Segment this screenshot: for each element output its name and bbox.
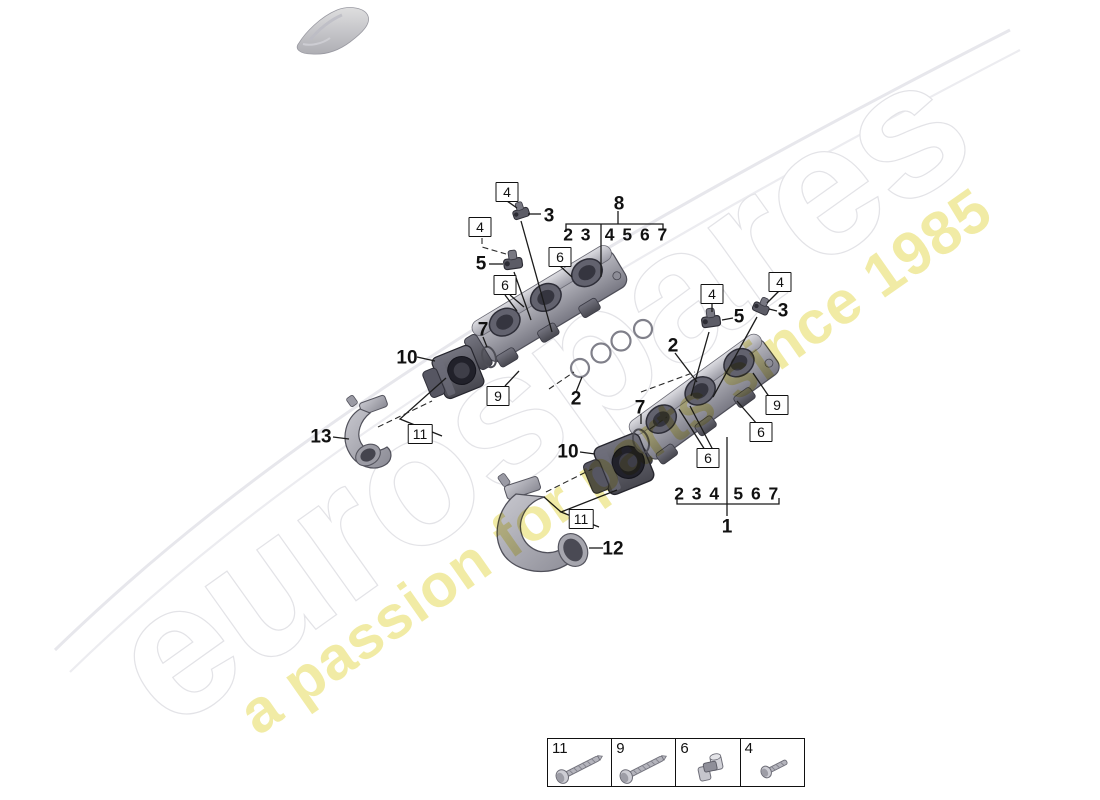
long-screw-icon [553, 749, 607, 786]
group-8-items: 2 3 4 5 6 7 [563, 224, 669, 245]
callout-box-4-a[interactable]: 4 [495, 182, 519, 202]
callout-box-4-b[interactable]: 4 [468, 217, 492, 237]
callout-box-4-d[interactable]: 4 [768, 272, 792, 292]
callout-10-right[interactable]: 10 [557, 441, 579, 463]
callout-5-right[interactable]: 5 [733, 306, 745, 328]
callout-1-group[interactable]: 1 [721, 516, 733, 538]
legend-cell-9[interactable]: 9 [611, 738, 677, 787]
callout-box-9-b[interactable]: 9 [765, 395, 789, 415]
callout-13[interactable]: 13 [310, 426, 332, 448]
legend-cell-11[interactable]: 11 [547, 738, 613, 787]
retainer-clip-icon [695, 752, 726, 782]
callout-box-11-a[interactable]: 11 [407, 424, 433, 444]
fasteners-legend: 11 9 6 4 [547, 738, 806, 787]
legend-cell-6[interactable]: 6 [675, 738, 742, 787]
callout-7-right[interactable]: 7 [634, 397, 646, 419]
callout-box-11-b[interactable]: 11 [568, 509, 594, 529]
callout-8-group[interactable]: 8 [613, 193, 625, 215]
callout-box-6-c[interactable]: 6 [749, 422, 773, 442]
legend-label-11: 11 [552, 740, 568, 757]
legend-label-4: 4 [744, 740, 753, 757]
callout-2-left[interactable]: 2 [570, 388, 582, 410]
group-1-items: 2 3 4 5 6 7 [674, 483, 780, 504]
callout-12[interactable]: 12 [602, 538, 624, 560]
callout-2-right[interactable]: 2 [667, 335, 679, 357]
callout-7-left[interactable]: 7 [477, 319, 489, 341]
legend-label-6: 6 [680, 740, 689, 757]
legend-cell-4[interactable]: 4 [739, 738, 806, 787]
callout-box-9-a[interactable]: 9 [486, 386, 510, 406]
legend-label-9: 9 [616, 740, 625, 757]
long-screw-icon [617, 749, 671, 786]
callout-box-6-a[interactable]: 6 [548, 247, 572, 267]
callout-5-left[interactable]: 5 [475, 253, 487, 275]
callout-3-right[interactable]: 3 [777, 300, 789, 322]
callout-box-4-c[interactable]: 4 [700, 284, 724, 304]
callout-box-6-d[interactable]: 6 [696, 448, 720, 468]
callout-box-6-b[interactable]: 6 [493, 275, 517, 295]
callout-3-left[interactable]: 3 [543, 205, 555, 227]
callout-10-left[interactable]: 10 [396, 347, 418, 369]
short-screw-icon [758, 755, 790, 781]
